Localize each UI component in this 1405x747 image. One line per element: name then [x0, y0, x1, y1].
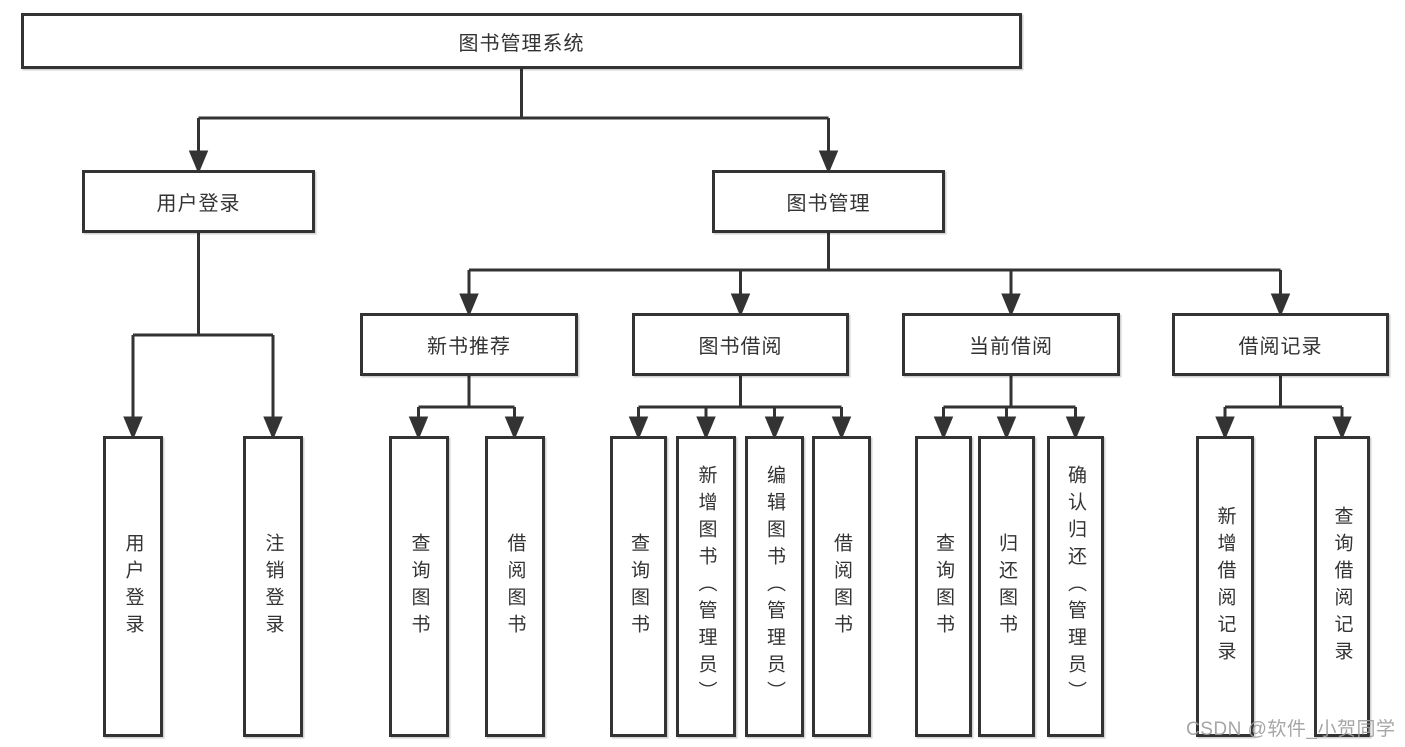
arrowhead-icon	[730, 293, 751, 317]
arrowhead-icon	[696, 416, 716, 440]
connector-root-to-level2	[188, 69, 839, 174]
arrowhead-icon	[1270, 293, 1291, 317]
arrowhead-icon	[123, 416, 143, 440]
node-leaf-query-books-borrow: 查询图书	[610, 436, 667, 737]
arrowhead-icon	[831, 416, 852, 440]
arrowhead-icon	[504, 416, 525, 440]
node-leaf-query-borrow-record: 查询借阅记录	[1314, 436, 1370, 737]
node-user-login: 用户登录	[82, 170, 315, 233]
node-library-management-system: 图书管理系统	[21, 13, 1022, 69]
node-leaf-borrow-books: 借阅图书	[812, 436, 871, 737]
node-leaf-confirm-return-admin: 确认归还（管理员）	[1047, 436, 1104, 737]
arrowhead-icon	[628, 416, 649, 440]
node-book-management: 图书管理	[712, 170, 945, 233]
arrowhead-icon	[764, 416, 785, 440]
arrowhead-icon	[996, 416, 1017, 440]
connector-book-management-to-level3	[459, 233, 1291, 317]
node-leaf-add-borrow-record: 新增借阅记录	[1196, 436, 1254, 737]
node-leaf-query-books-current: 查询图书	[915, 436, 972, 737]
arrowhead-icon	[818, 150, 839, 174]
connector-user-login-to-leaves	[123, 233, 283, 440]
arrowhead-icon	[408, 416, 429, 440]
node-borrowing-records: 借阅记录	[1172, 313, 1389, 376]
node-leaf-return-book: 归还图书	[978, 436, 1035, 737]
connector-borrow-records-to-leaves	[1215, 376, 1352, 440]
arrowhead-icon	[1065, 416, 1086, 440]
node-leaf-query-books-recommend: 查询图书	[389, 436, 449, 737]
connector-book-borrow-to-leaves	[628, 376, 852, 440]
node-leaf-logout: 注销登录	[243, 436, 303, 737]
arrowhead-icon	[1001, 293, 1021, 317]
node-leaf-borrow-books-recommend: 借阅图书	[485, 436, 545, 737]
connector-new-book-to-leaves	[408, 376, 525, 440]
csdn-watermark: CSDN @软件_小贺同学	[1186, 719, 1396, 740]
node-leaf-add-book-admin: 新增图书（管理员）	[676, 436, 736, 737]
arrowhead-icon	[1332, 416, 1352, 440]
node-current-borrowing: 当前借阅	[902, 313, 1120, 376]
arrowhead-icon	[933, 416, 954, 440]
arrowhead-icon	[188, 150, 209, 174]
node-leaf-edit-book-admin: 编辑图书（管理员）	[745, 436, 804, 737]
node-new-book-recommendation: 新书推荐	[360, 313, 578, 376]
arrowhead-icon	[263, 416, 283, 440]
arrowhead-icon	[1215, 416, 1235, 440]
connector-current-borrow-to-leaves	[933, 376, 1086, 440]
node-leaf-user-login: 用户登录	[103, 436, 163, 737]
node-book-borrowing: 图书借阅	[632, 313, 849, 376]
arrowhead-icon	[459, 293, 479, 317]
